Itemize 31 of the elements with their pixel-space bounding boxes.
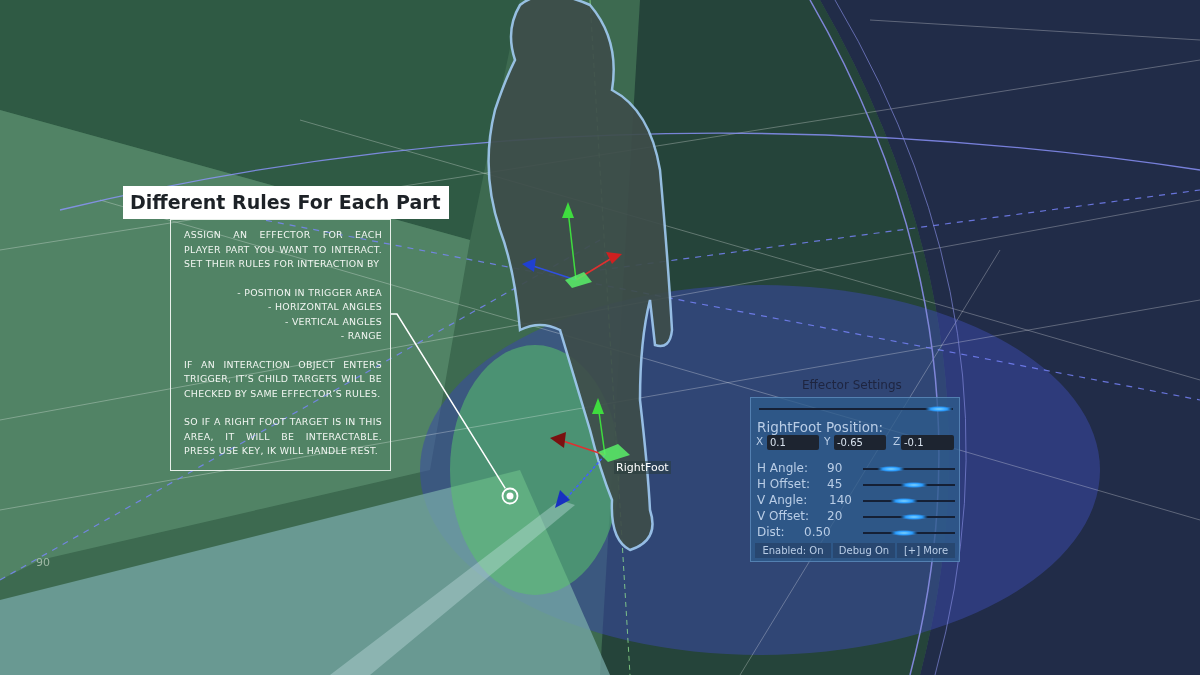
axis-label: X [756,435,764,447]
list-item: - VERTICAL ANGLES [283,314,382,329]
toggle-button: Enabled: On [755,543,831,558]
setting-label: Dist: [757,525,785,539]
list-item: - HORIZONTAL ANGLES [267,300,382,314]
toggle-button: [+] More [897,543,955,558]
list-item: - POSITION IN TRIGGER AREA [236,285,382,300]
setting-value: 20 [827,509,843,523]
section-heading: RightFoot Position: [757,419,884,435]
leader-line [390,313,506,490]
setting-value: 0.50 [804,525,831,539]
angle-label: 90 [36,556,50,569]
list-item: - RANGE [339,329,382,343]
setting-label: V Angle: [757,493,808,507]
toggle-button: Debug On [833,543,895,558]
axis-label: Z [893,435,901,447]
input-field: 0.1 [767,435,819,450]
callout-heading: Different Rules For Each Part [123,186,449,219]
setting-label: H Angle: [757,461,809,475]
bone-label: RightFoot [614,461,671,474]
paragraph: SO IF A RIGHT FOOT TARGET IS IN THIS AREA, IT WILL BE INTERACTABLE. PRESS USE KEY, IK WILL HANDLE REST. [184,415,382,458]
setting-value: 140 [829,493,852,507]
setting-value: 90 [827,461,843,475]
paragraph: IF AN INTERACTION OBJECT ENTERS TRIGGER, IT’S CHILD TARGETS WILL BE CHECKED BY SAME EFFECTOR’S RULES. [184,357,382,401]
setting-label: H Offset: [757,477,810,491]
axis-label: Y [824,435,831,447]
paragraph: ASSIGN AN EFFECTOR FOR EACH PLAYER PART YOU WANT TO INTERACT. SET THEIR RULES FOR INTERACTION BY [184,228,382,271]
setting-label: V Offset: [757,509,810,523]
input-field: -0.65 [834,435,886,450]
input-field: -0.1 [901,435,954,450]
setting-value: 45 [827,477,843,491]
